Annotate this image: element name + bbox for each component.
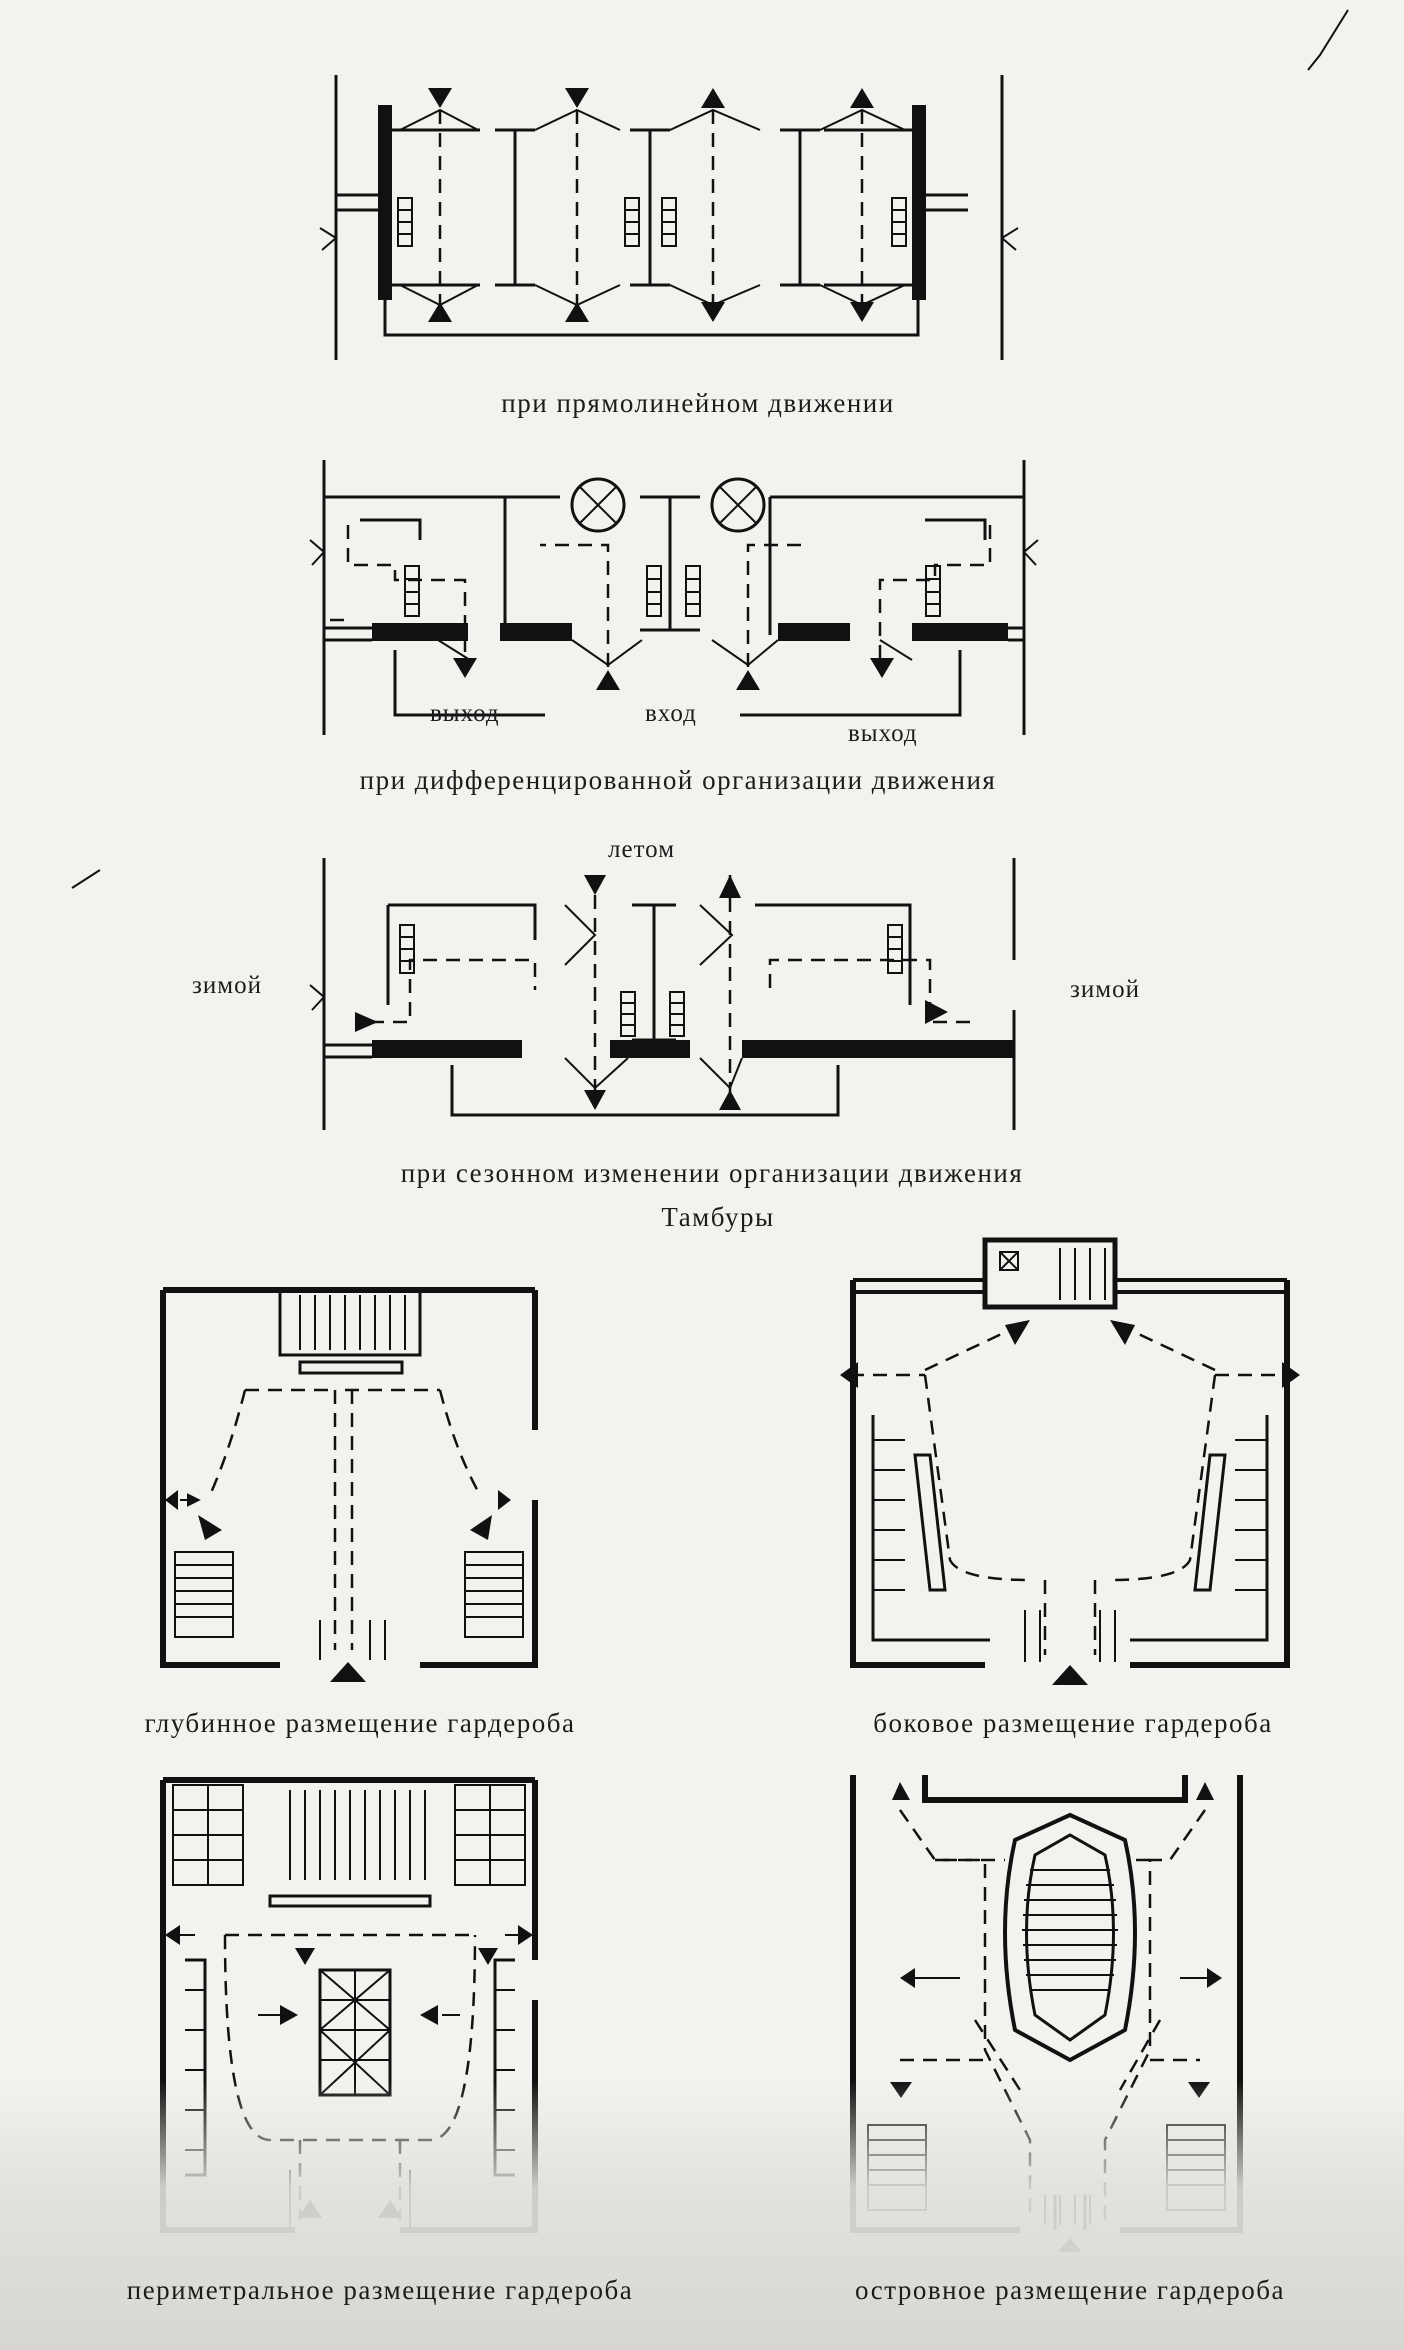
label-entry: вход	[645, 700, 697, 727]
label-exit-left: выход	[430, 700, 500, 727]
caption-deep: глубинное размещение гардероба	[144, 1708, 576, 1738]
caption-side: боковое размещение гардероба	[873, 1708, 1273, 1738]
plan-seasonal-vestibule	[309, 858, 1016, 1130]
plan-side-cloakroom	[840, 1237, 1300, 1685]
plan-straight-vestibule	[319, 75, 1019, 360]
caption-seasonal: при сезонном изменении организации движе…	[400, 1158, 1024, 1188]
label-exit-right: выход	[848, 720, 918, 747]
caption-straight: при прямолинейном движении	[501, 388, 895, 418]
print-fade	[0, 2080, 1404, 2350]
margin-mark	[1307, 9, 1349, 71]
caption-differentiated: при дифференцированной организации движе…	[359, 765, 997, 795]
caption-vestibules: Тамбуры	[661, 1202, 775, 1232]
caption-perimeter: периметральное размещение гардероба	[126, 2275, 634, 2305]
label-winter-left: зимой	[192, 972, 262, 999]
caption-island: островное размещение гардероба	[855, 2275, 1285, 2305]
plan-differentiated-vestibule	[309, 460, 1039, 735]
label-summer: летом	[608, 836, 676, 863]
plan-deep-cloakroom	[160, 1287, 538, 1682]
label-winter-right: зимой	[1070, 976, 1140, 1003]
